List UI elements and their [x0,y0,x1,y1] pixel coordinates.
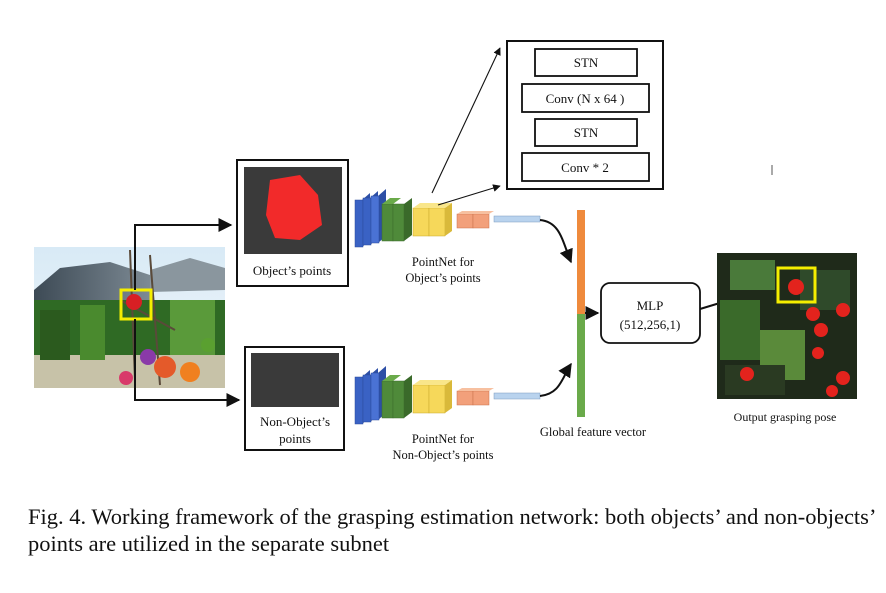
pointnet-nonobject-label-line2: Non-Object’s points [392,448,493,462]
non-object-label-line1: Non-Object’s [260,414,330,429]
stn-label-2: STN [574,125,599,140]
stn-block-2 [534,118,638,147]
conv-block-2 [521,152,650,182]
object-points-label: Object’s points [253,263,331,278]
mlp-label: MLP [637,298,664,313]
object-points-panel: Object’s points [236,159,349,287]
conv-label-2: Conv * 2 [561,160,609,175]
global-feature-vector [577,210,585,417]
conv-block-1 [521,83,650,113]
figure-caption: Fig. 4. Working framework of the graspin… [28,504,875,556]
pointnet-nonobject-stack [354,366,541,425]
mlp-block: MLP (512,256,1) [600,282,701,344]
conv-label-1: Conv (N x 64 ) [546,91,625,106]
input-scene-image [34,247,225,388]
stn-label-1: STN [574,55,599,70]
pointnet-object-label-line2: Object’s points [405,271,480,285]
stn-block-1 [534,48,638,77]
output-grasp-image [717,253,857,399]
output-grasp-box [776,266,817,304]
feature-merge-arrows [539,219,573,397]
pointnet-nonobject-label-line1: PointNet for [412,432,475,446]
output-label: Output grasping pose [734,410,837,424]
detail-zoom-arrows [431,47,501,206]
object-point-cloud [266,175,322,240]
non-object-label-line2: points [279,431,311,446]
input-split-arrows [134,218,241,407]
global-feature-label: Global feature vector [540,425,647,439]
pointnet-object-label-line1: PointNet for [412,255,475,269]
non-object-points-panel: Non-Object’s points [244,346,345,451]
mlp-params: (512,256,1) [620,317,681,332]
pointnet-detail-box: STN Conv (N x 64 ) STN Conv * 2 [506,40,664,190]
pointnet-object-stack [354,189,541,248]
